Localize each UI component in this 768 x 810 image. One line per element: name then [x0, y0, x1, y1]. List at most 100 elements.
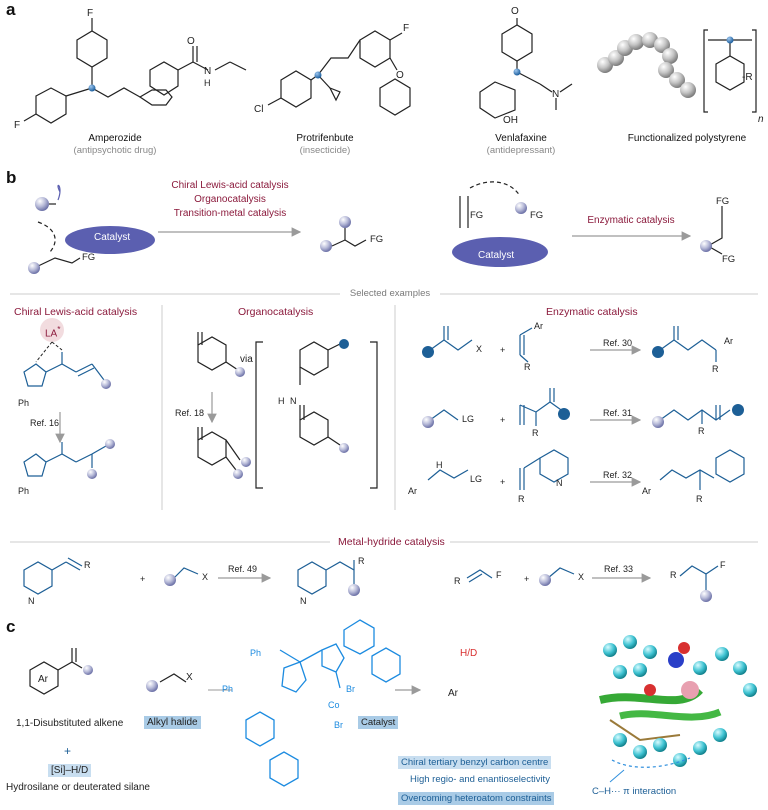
feature-1: Chiral tertiary benzyl carbon centre [398, 756, 552, 769]
enz-plus-1: + [500, 345, 506, 355]
ar-label-c: Ar [38, 674, 48, 685]
enz-plus-3: + [500, 477, 506, 487]
iminium-h: H [278, 396, 285, 406]
enz-r-3p: R [696, 494, 703, 504]
svg-text:F: F [403, 23, 409, 34]
organo-title: Organocatalysis [238, 306, 314, 318]
fg-right-2: FG [530, 210, 544, 221]
amperozide-note: (antipsychotic drug) [73, 145, 157, 156]
mh-x-2: X [578, 572, 585, 582]
enz-lg: LG [462, 414, 475, 424]
feature-2: High regio- and enantioselectivity [410, 774, 550, 785]
venlafaxine-note: (antidepressant) [486, 145, 556, 156]
catalyst-label-c: Catalyst [358, 716, 399, 729]
panel-b-letter: b [6, 168, 17, 187]
svg-text:Cl: Cl [254, 104, 263, 115]
mh-plus-2: + [524, 574, 530, 584]
svg-text:H: H [204, 78, 211, 88]
protrifenbute-note: (insecticide) [299, 145, 351, 156]
catalyst-label-left: Catalyst [94, 232, 131, 243]
br-2: Br [334, 720, 343, 730]
silane-label: Hydrosilane or deuterated silane [6, 782, 150, 793]
polystyrene-name: Functionalized polystyrene [627, 133, 747, 144]
mh-r-2p: R [670, 570, 677, 580]
svg-text:n: n [758, 114, 764, 125]
enz-plus-2: + [500, 415, 506, 425]
enz-ar-3p: Ar [642, 486, 651, 496]
enz-lg-3: LG [470, 474, 483, 484]
mh-r-1: R [84, 560, 91, 570]
enz-r-2: R [532, 428, 539, 438]
selected-examples: Selected examples [349, 288, 431, 299]
mh-r-1p: R [358, 556, 365, 566]
venlafaxine-stereocentre [513, 68, 521, 76]
top-method-1: Chiral Lewis-acid catalysis [171, 180, 289, 191]
ph-c-2: Ph [222, 684, 234, 694]
enz-r-2p: R [698, 426, 705, 436]
svg-text:F: F [14, 120, 20, 131]
ref-16: Ref. 16 [30, 418, 60, 428]
enz-ar-3: Ar [408, 486, 417, 496]
fg-left: FG [82, 252, 96, 263]
la-label: LA* [45, 324, 61, 340]
ph-2: Ph [18, 486, 30, 496]
lewis-title: Chiral Lewis-acid catalysis [14, 306, 138, 318]
ref-18: Ref. 18 [175, 408, 205, 418]
ar-product: Ar [448, 688, 458, 699]
br-1: Br [346, 684, 355, 694]
venlafaxine-name: Venlafaxine [495, 133, 547, 144]
enz-r-1: R [524, 362, 531, 372]
fg-enz-1: FG [716, 196, 730, 207]
svg-text:F: F [87, 8, 93, 19]
3d-model [599, 635, 757, 783]
ref-33: Ref. 33 [604, 564, 634, 574]
top-method-2: Organocatalysis [194, 194, 266, 205]
metal-hydride-title: Metal-hydride catalysis [338, 536, 445, 548]
alkene-label: 1,1-Disubstituted alkene [16, 718, 124, 729]
enz-x: X [476, 344, 483, 354]
ref-32: Ref. 32 [603, 470, 633, 480]
co-label: Co [328, 700, 340, 710]
top-method-3: Transition-metal catalysis [173, 208, 287, 219]
mh-f-2: F [496, 570, 502, 580]
ph-1: Ph [18, 398, 30, 408]
protrifenbute-name: Protrifenbute [296, 133, 354, 144]
amperozide-structure [23, 18, 247, 124]
svg-text:O: O [396, 70, 404, 81]
amperozide-name: Amperozide [88, 133, 142, 144]
mh-plus-1: + [140, 574, 146, 584]
alkyl-halide-label: Alkyl halide [144, 716, 201, 729]
svg-text:O: O [511, 6, 519, 17]
venlafaxine-structure [479, 18, 573, 119]
panel-a-letter: a [6, 0, 16, 19]
svg-text:N: N [552, 89, 559, 100]
ph-c-1: Ph [250, 648, 262, 658]
svg-text:O: O [187, 36, 195, 47]
alkyl-x: X [186, 672, 193, 683]
svg-text:N: N [204, 66, 211, 77]
amperozide-stereocentre [88, 84, 96, 92]
svg-text:-R: -R [742, 72, 753, 83]
mh-n-1: N [28, 596, 35, 606]
iminium-n: N [290, 396, 297, 406]
polystyrene-spheres [597, 32, 696, 98]
via-label: via [240, 354, 253, 365]
plus-c: + [64, 744, 72, 758]
protrifenbute-structure [267, 30, 411, 116]
svg-text:OH: OH [503, 115, 518, 126]
hd-label: H/D [460, 648, 478, 659]
fg-right-1: FG [470, 210, 484, 221]
protrifenbute-stereocentre [314, 71, 322, 79]
mh-x-1: X [202, 572, 209, 582]
panel-c-letter: c [6, 617, 16, 636]
catalyst-label-right: Catalyst [478, 250, 515, 261]
enz-h-3: H [436, 460, 443, 470]
feature-3: Overcoming heteroatom constraints [398, 792, 555, 805]
top-enzymatic: Enzymatic catalysis [587, 215, 675, 226]
enz-ar-1: Ar [534, 321, 543, 331]
enz-ar-1p: Ar [724, 336, 733, 346]
mh-r-2: R [454, 576, 461, 586]
interaction-label: C–H··· π interaction [592, 786, 677, 797]
